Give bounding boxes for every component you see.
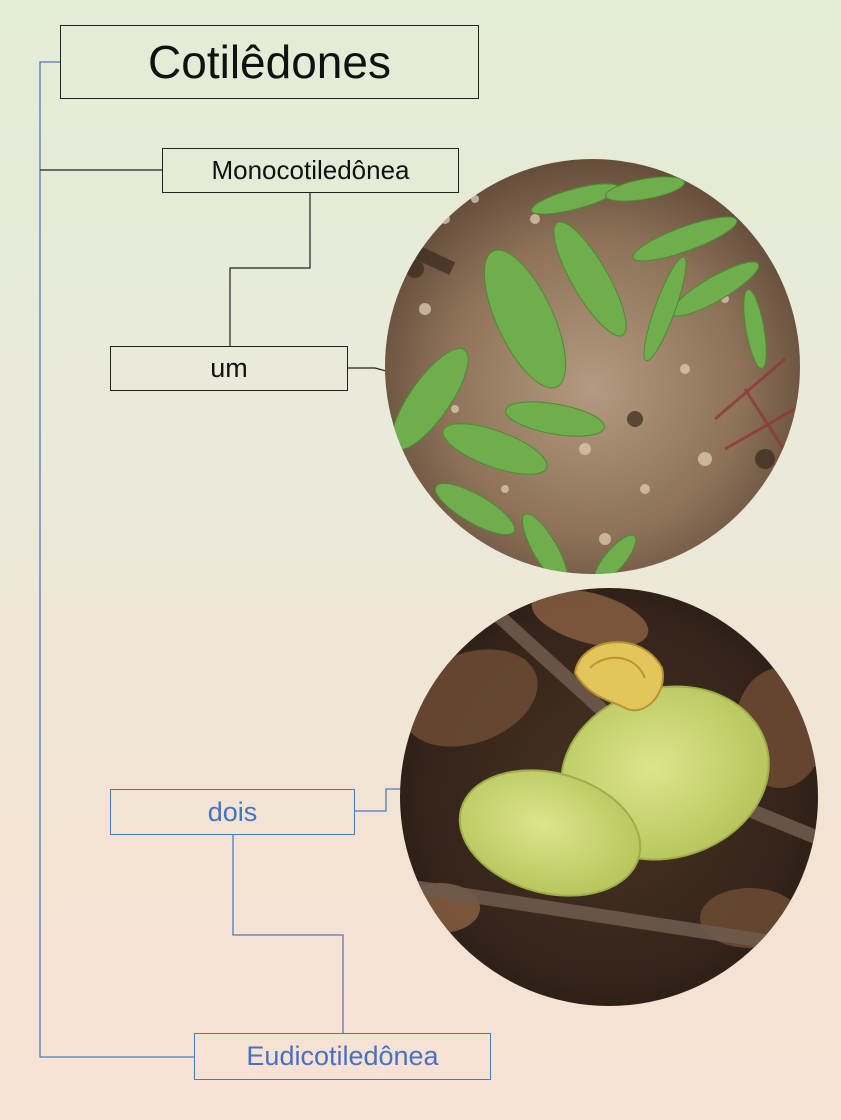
tree-trunk-line xyxy=(40,62,194,1057)
dois-to-photo-line xyxy=(355,789,402,811)
monocot-label: Monocotiledônea xyxy=(211,155,409,186)
mono-to-um-line xyxy=(230,193,310,346)
dois-to-eudi-line xyxy=(233,835,343,1033)
um-to-photo-line xyxy=(348,368,390,372)
dicot-seedling-photo xyxy=(400,588,818,1006)
title-box: Cotilêdones xyxy=(60,25,479,99)
dois-box: dois xyxy=(110,789,355,835)
eudicot-label: Eudicotiledônea xyxy=(246,1041,438,1072)
eudicot-box: Eudicotiledônea xyxy=(194,1033,491,1080)
um-label: um xyxy=(210,353,248,384)
grass-seedling-photo xyxy=(385,159,800,574)
title-text: Cotilêdones xyxy=(148,35,391,89)
dois-label: dois xyxy=(208,797,258,828)
monocot-box: Monocotiledônea xyxy=(162,148,459,193)
um-box: um xyxy=(110,346,348,391)
